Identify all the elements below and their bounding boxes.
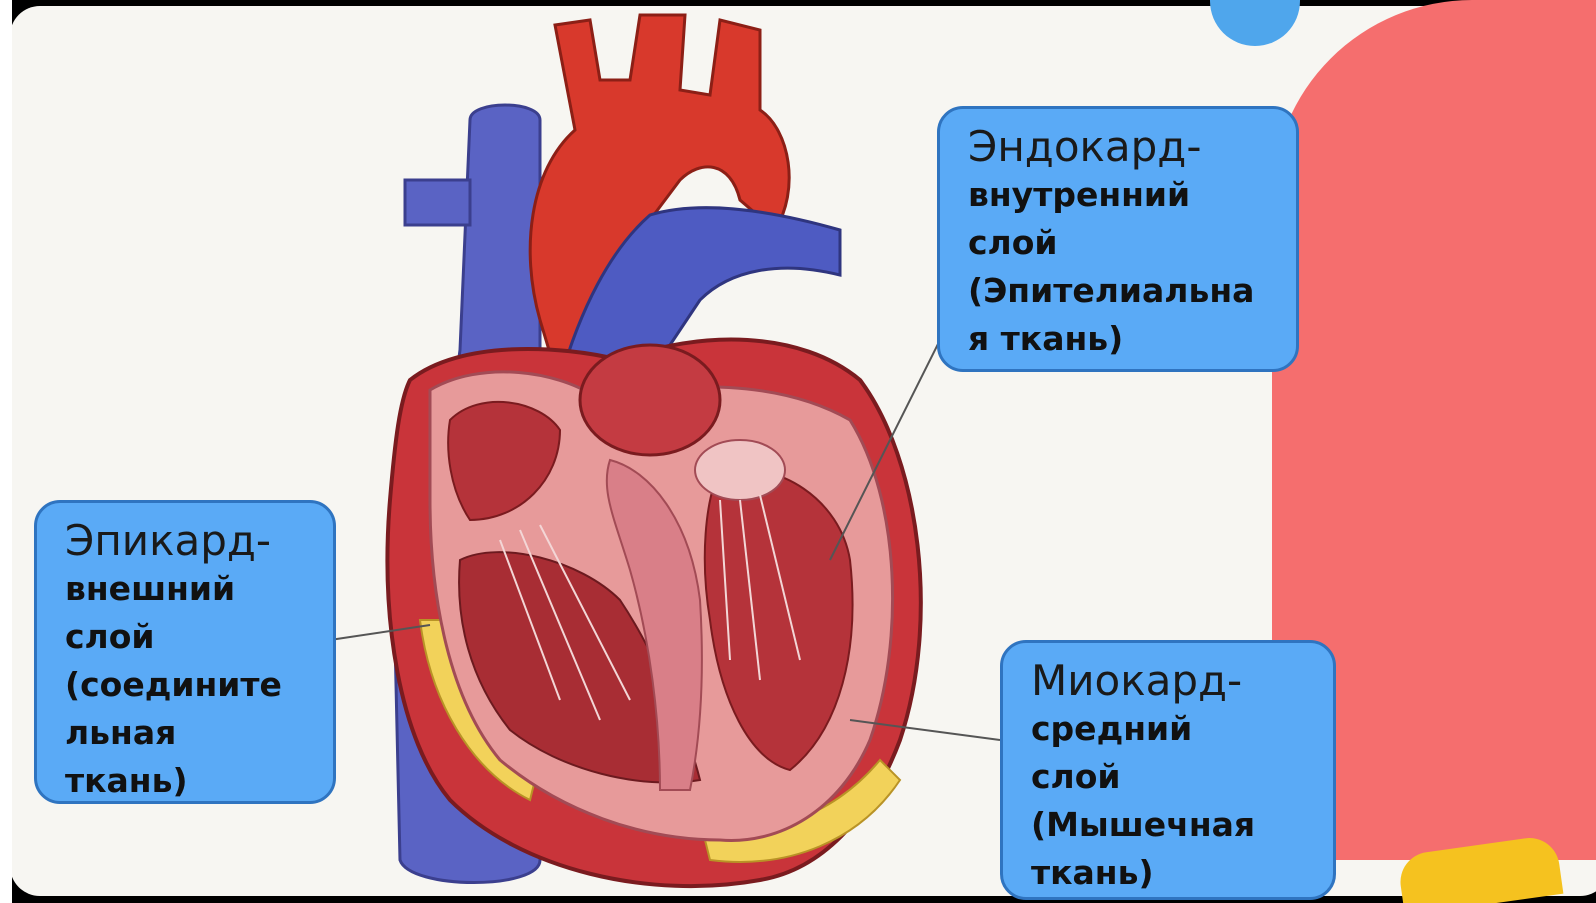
epicardium-line: (соедините	[65, 661, 315, 709]
endocardium-title: Эндокард-	[968, 123, 1278, 171]
myocardium-line: (Мышечная	[1031, 801, 1315, 849]
epicardium-line: ткань)	[65, 757, 315, 805]
epicardium-title: Эпикард-	[65, 517, 315, 565]
aortic-valve	[580, 345, 720, 455]
epicardium-label: Эпикард- внешний слой (соедините льная т…	[34, 500, 336, 804]
vena-cava-branch	[405, 180, 470, 225]
epicardium-line: слой	[65, 613, 315, 661]
endocardium-line: слой	[968, 219, 1278, 267]
mitral-valve	[695, 440, 785, 500]
myocardium-label: Миокард- средний слой (Мышечная ткань)	[1000, 640, 1336, 900]
epicardium-line: льная	[65, 709, 315, 757]
endocardium-line: я ткань)	[968, 315, 1278, 363]
myocardium-line: ткань)	[1031, 849, 1315, 897]
myocardium-line: средний	[1031, 705, 1315, 753]
epicardium-line: внешний	[65, 565, 315, 613]
myocardium-line: слой	[1031, 753, 1315, 801]
endocardium-line: (Эпителиальна	[968, 267, 1278, 315]
endocardium-line: внутренний	[968, 171, 1278, 219]
myocardium-title: Миокард-	[1031, 657, 1315, 705]
endocardium-label: Эндокард- внутренний слой (Эпителиальна …	[937, 106, 1299, 372]
